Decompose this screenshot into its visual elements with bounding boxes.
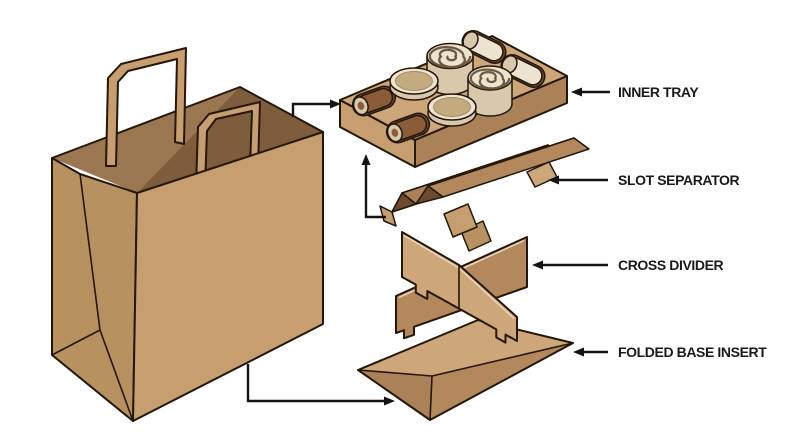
jar-disc-1	[389, 67, 439, 101]
label-leaders	[532, 87, 610, 357]
brown-roll-end-core	[357, 101, 365, 110]
bag-interior-side	[137, 87, 323, 193]
jar-lid	[395, 71, 433, 91]
tray-slot-roll-cream-1	[461, 29, 507, 65]
tray-slot-roll-brown-2	[385, 112, 431, 144]
jar-disc-2	[427, 93, 477, 127]
separator-flap-front	[443, 203, 478, 238]
bag-to-tray-arrow-line	[291, 102, 330, 117]
folded-base-insert	[357, 319, 574, 421]
cross-divider	[395, 231, 528, 344]
bag-to-base-arrow-line	[246, 364, 384, 403]
separator-to-tray-arrow-head	[361, 154, 371, 165]
bag-to-tray-arrow-head	[330, 99, 341, 109]
part-labels: INNER TRAY SLOT SEPARATOR CROSS DIVIDER …	[618, 84, 768, 360]
bag-gusset-creases	[51, 173, 134, 422]
separator-to-tray-arrow-line	[364, 165, 386, 219]
separator-end-profile-1	[391, 192, 417, 213]
label-slot-separator: SLOT SEPARATOR	[618, 172, 739, 188]
base-insert-top-face	[358, 320, 573, 376]
bag-front-handle	[105, 47, 187, 167]
inner-tray	[339, 29, 568, 168]
base-insert-outline	[357, 319, 574, 421]
folded-base-insert-leader-head	[573, 347, 584, 357]
label-inner-tray: INNER TRAY	[618, 84, 699, 100]
cross-divider-leader-head	[532, 260, 543, 270]
separator-end-profile-2	[415, 185, 444, 205]
base-insert-fold-lines	[357, 342, 574, 421]
label-folded-base-insert: FOLDED BASE INSERT	[618, 344, 767, 360]
jar-lid	[433, 97, 471, 117]
paper-bag	[51, 47, 324, 422]
spiral-roll-top	[426, 42, 474, 70]
bag-front-face	[132, 131, 324, 422]
inner-tray-leader-head	[571, 87, 582, 97]
tray-slot-roll-cream-2	[500, 53, 546, 89]
separator-left-tab	[379, 205, 397, 227]
spiral-roll-top	[467, 65, 513, 91]
brown-roll-end-core	[391, 128, 399, 137]
bag-to-base-arrow-head	[384, 396, 395, 406]
label-cross-divider: CROSS DIVIDER	[618, 257, 724, 273]
connector-arrows	[246, 99, 395, 406]
slot-separator	[379, 137, 590, 252]
slot-separator-leader-head	[548, 175, 559, 185]
